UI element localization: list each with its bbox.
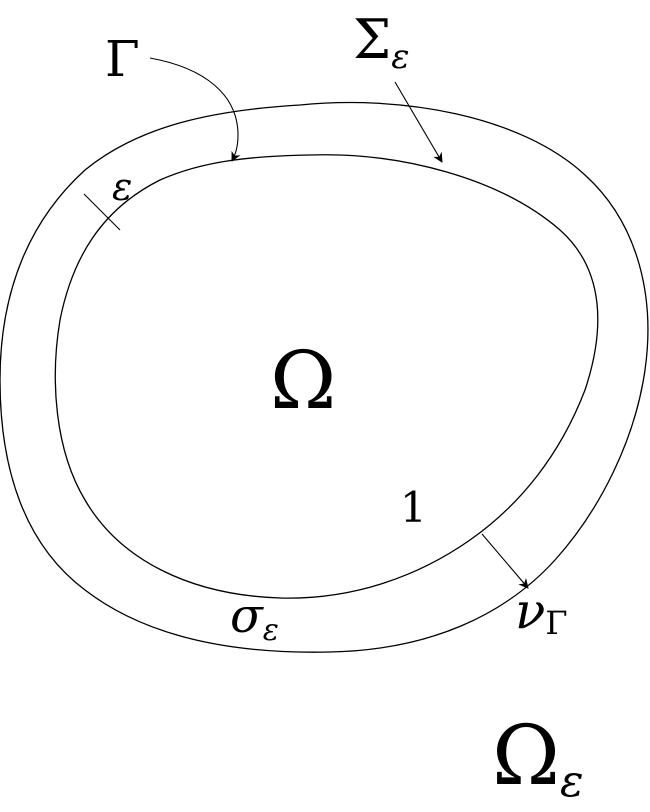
inner-boundary-gamma-curve: [54, 154, 599, 599]
nu-base: ν: [515, 582, 545, 640]
sigma-eps-label: Σε: [353, 8, 409, 77]
omega-label: Ω: [270, 334, 336, 427]
small-sigma-eps-label: σε: [230, 588, 279, 648]
epsilon-width-label: ε: [112, 165, 132, 209]
gamma-label: Γ: [105, 30, 140, 88]
one-label: 1: [400, 483, 427, 532]
omega-eps-label: Ωε: [492, 709, 584, 807]
sigma-eps-subscript: ε: [391, 37, 409, 77]
sigma-eps-pointer-arrow: [394, 81, 443, 163]
small-sigma-base: σ: [230, 588, 264, 644]
epsilon-width-segment: [83, 193, 121, 231]
sigma-eps-base: Σ: [353, 8, 391, 71]
small-sigma-subscript: ε: [263, 613, 279, 648]
normal-vector-arrow: [481, 533, 529, 589]
omega-eps-subscript: ε: [560, 756, 584, 807]
nu-gamma-label: νΓ: [515, 582, 568, 642]
outer-boundary-curve: [0, 101, 649, 653]
omega-eps-base: Ω: [492, 709, 560, 804]
gamma-pointer-arrow: [149, 57, 241, 162]
nu-subscript: Γ: [545, 604, 567, 642]
